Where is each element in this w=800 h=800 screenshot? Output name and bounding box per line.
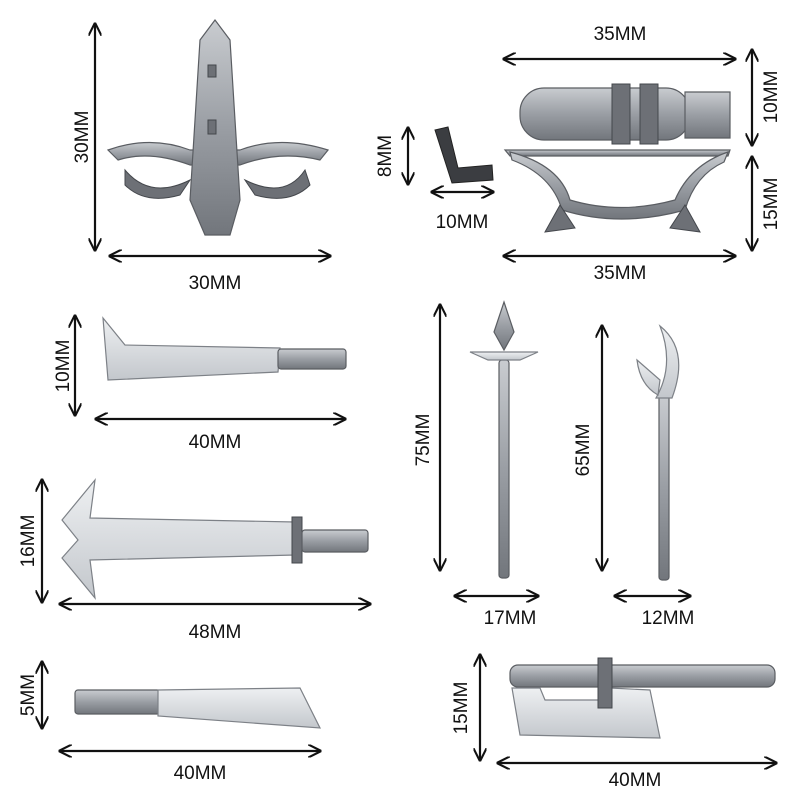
spear-width-label: 17MM <box>484 608 537 629</box>
bow-height-label: 15MM <box>761 178 782 231</box>
bracket <box>434 126 494 184</box>
axe <box>509 657 776 739</box>
quiver-height-label: 10MM <box>761 71 782 124</box>
spear-height-label: 75MM <box>413 414 434 467</box>
spear <box>469 300 539 579</box>
halberd <box>636 324 680 581</box>
axe-width-label: 40MM <box>609 770 662 791</box>
sword-width-label: 48MM <box>189 622 242 643</box>
cleaver-knife <box>102 316 347 381</box>
axe-height-label: 15MM <box>451 682 472 735</box>
bow-width-label: 35MM <box>594 263 647 284</box>
crossbow-width-label: 30MM <box>189 273 242 294</box>
dagger-height-label: 5MM <box>18 674 39 716</box>
quiver-width-label: 35MM <box>594 24 647 45</box>
crossbow-height-label: 30MM <box>72 111 93 164</box>
bracket-height-label: 8MM <box>375 135 396 177</box>
dagger <box>74 687 322 729</box>
sword-height-label: 16MM <box>18 515 39 568</box>
bracket-width-label: 10MM <box>436 212 489 233</box>
halberd-width-label: 12MM <box>642 608 695 629</box>
crossbow <box>106 19 330 236</box>
sword <box>61 478 369 600</box>
halberd-height-label: 65MM <box>573 424 594 477</box>
dagger-width-label: 40MM <box>174 763 227 784</box>
cleaver-width-label: 40MM <box>189 432 242 453</box>
quiver <box>519 83 731 145</box>
cleaver-height-label: 10MM <box>53 340 74 393</box>
bow <box>503 149 731 233</box>
